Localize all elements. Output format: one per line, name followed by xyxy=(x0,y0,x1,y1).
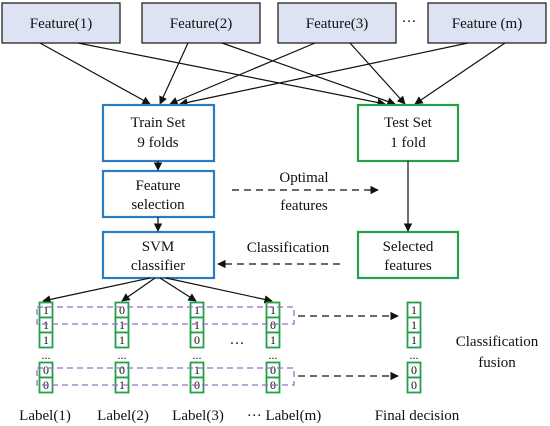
svm-classifier-box: SVM classifier xyxy=(101,230,216,280)
feature-box-1: Feature(1) xyxy=(1,2,121,44)
vector-ellipsis: ... xyxy=(269,348,278,362)
arrow-svm-label1 xyxy=(42,277,151,304)
svm-line1: SVM xyxy=(142,239,175,255)
test-set-box: Test Set 1 fold xyxy=(356,103,460,163)
arrow-svm-labelm xyxy=(165,277,273,304)
optimal-features-label-2: features xyxy=(280,198,328,214)
feature-label-3: Feature(3) xyxy=(306,16,368,32)
classification-fusion-line1: Classification xyxy=(456,334,539,350)
arrow-f3-train xyxy=(169,42,316,105)
vector-cell: 0 xyxy=(411,363,417,377)
vector-cell: 1 xyxy=(119,333,125,347)
vector-cell: 0 xyxy=(119,363,125,377)
test-set-folds: 1 fold xyxy=(390,135,426,151)
selected-features-line1: Selected xyxy=(383,239,434,255)
label-vector-1: 111...00 xyxy=(38,301,54,394)
label-2-caption: Label(2) xyxy=(97,408,149,424)
label-vector-3: 110...10 xyxy=(189,301,205,394)
feature-box-3: Feature(3) xyxy=(277,2,397,44)
train-set-box: Train Set 9 folds xyxy=(101,103,216,163)
arrow-f3-test xyxy=(349,42,406,105)
vector-cell: 0 xyxy=(270,318,276,332)
vector-cell-box xyxy=(406,376,422,394)
selected-features-line2: features xyxy=(384,258,432,274)
vector-cell: 0 xyxy=(411,378,417,392)
feature-arrows xyxy=(39,42,506,107)
vector-cell-box xyxy=(38,331,54,349)
flow-arrows xyxy=(42,161,413,381)
arrow-f2-test xyxy=(221,42,396,106)
vector-cell: 1 xyxy=(194,363,200,377)
arrow-fm-train xyxy=(179,42,469,107)
vectors-ellipsis: ··· xyxy=(230,336,245,352)
arrow-f1-train xyxy=(39,42,151,105)
svm-line2: classifier xyxy=(131,258,185,274)
arrow-f2-train xyxy=(159,42,189,105)
label-m-caption: ··· Label(m) xyxy=(247,408,322,424)
vector-cell: 1 xyxy=(43,333,49,347)
vector-cell-box xyxy=(189,331,205,349)
vector-cell: 1 xyxy=(411,333,417,347)
feature-label-2: Feature(2) xyxy=(170,16,232,32)
vector-cell: 1 xyxy=(411,318,417,332)
final-decision-vector: 111...00 xyxy=(406,301,422,394)
vector-cell: 1 xyxy=(43,318,49,332)
selected-features-box: Selected features xyxy=(356,230,460,280)
feature-selection-box: Feature selection xyxy=(101,169,216,219)
group-top-row xyxy=(36,306,295,325)
label-vector-2: 011...01 xyxy=(114,301,130,394)
train-set-folds: 9 folds xyxy=(137,135,178,151)
feature-label-1: Feature(1) xyxy=(30,16,92,32)
vector-cell: 0 xyxy=(194,333,200,347)
arrow-f1-test xyxy=(77,42,386,107)
feature-label-m: Feature (m) xyxy=(452,16,522,32)
vector-cell-box xyxy=(265,331,281,349)
label-1-caption: Label(1) xyxy=(19,408,71,424)
arrow-fm-test xyxy=(414,42,506,105)
vector-cell-box xyxy=(406,331,422,349)
vector-cell: 1 xyxy=(43,303,49,317)
optimal-features-label-1: Optimal xyxy=(279,170,328,186)
classification-fusion-line2: fusion xyxy=(478,355,516,371)
vector-cell: 1 xyxy=(194,318,200,332)
final-decision-caption: Final decision xyxy=(375,408,460,424)
vector-cell: 0 xyxy=(43,363,49,377)
label-vector-4: 101...00 xyxy=(265,301,281,394)
test-set-title: Test Set xyxy=(384,115,433,131)
feature-box-2: Feature(2) xyxy=(141,2,261,44)
features-ellipsis: ··· xyxy=(402,14,417,30)
vector-ellipsis: ... xyxy=(193,348,202,362)
feature-selection-line2: selection xyxy=(131,197,185,213)
feature-selection-line1: Feature xyxy=(136,178,181,194)
vector-ellipsis: ... xyxy=(42,348,51,362)
vector-cell: 1 xyxy=(270,333,276,347)
label-3-caption: Label(3) xyxy=(172,408,224,424)
vector-cell: 0 xyxy=(270,363,276,377)
vector-cell-box xyxy=(114,331,130,349)
group-bottom-row xyxy=(36,367,295,386)
vector-cell: 0 xyxy=(119,303,125,317)
vector-cell: 1 xyxy=(194,303,200,317)
arrow-svm-label3 xyxy=(159,277,197,302)
train-set-title: Train Set xyxy=(131,115,187,131)
classification-label: Classification xyxy=(247,240,330,256)
feature-box-m: Feature (m) xyxy=(427,2,547,44)
vector-cell: 1 xyxy=(270,303,276,317)
vector-ellipsis: ... xyxy=(410,348,419,362)
vector-ellipsis: ... xyxy=(118,348,127,362)
arrow-svm-label2 xyxy=(121,277,156,302)
vector-cell: 1 xyxy=(119,318,125,332)
vector-cell: 1 xyxy=(411,303,417,317)
